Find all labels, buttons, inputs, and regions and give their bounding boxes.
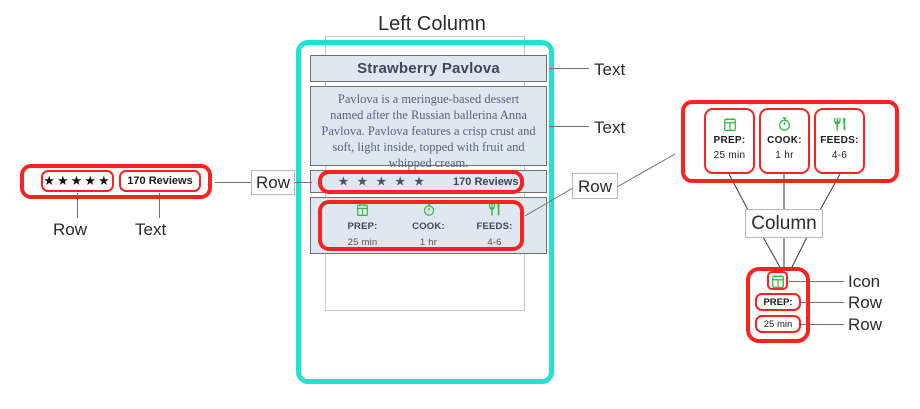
text-label-left: Text (135, 220, 167, 239)
meta-value-cook: 1 hr (419, 237, 438, 248)
leader-reviews-text (159, 193, 160, 218)
meta-value-feeds: 4-6 (487, 237, 502, 248)
rating-reviews-detail: 170 Reviews (119, 170, 201, 192)
meta-detail-card-cook: COOK: 1 hr (759, 108, 810, 174)
leader-columns-to-column-label (728, 173, 841, 211)
recipe-title-section: Strawberry Pavlova (310, 55, 547, 82)
leader-title-text (549, 68, 589, 69)
leader-stars-row (77, 193, 78, 218)
leader-icon-label (789, 281, 844, 282)
meta-detail-card-feeds: FEEDS: 4-6 (814, 108, 865, 174)
meta-detail-value-feeds: 4-6 (831, 150, 848, 161)
leader-rating-row-left (292, 182, 312, 183)
text-label-desc: Text (594, 118, 626, 137)
meta-label-cook: COOK: (412, 221, 445, 232)
rating-stars-detail: ★★★★★ (41, 170, 114, 192)
meta-column-feeds: FEEDS: 4-6 (462, 198, 528, 253)
calendar-icon (723, 117, 736, 131)
leader-row-label-1 (801, 302, 844, 303)
rating-stars-detail-text: ★★★★★ (43, 173, 112, 188)
leader-desc-text (549, 126, 589, 127)
icon-label: Icon (848, 272, 881, 291)
cutlery-icon (488, 203, 501, 216)
meta-detail-label-feeds: FEEDS: (820, 135, 859, 146)
recipe-title: Strawberry Pavlova (357, 60, 500, 77)
calendar-icon (357, 203, 368, 216)
meta-detail-value-prep: 25 min (713, 150, 746, 161)
meta-detail-card-prep: PREP: 25 min (704, 108, 755, 174)
leader-row-label-2 (801, 324, 844, 325)
cutlery-icon (833, 117, 847, 131)
leader-rating-row-to-detail (215, 182, 253, 183)
meta-detail-single-value: 25 min (755, 315, 801, 333)
rating-reviews-text: 170 Reviews (453, 175, 519, 188)
recipe-description-section: Pavlova is a meringue-based dessert name… (310, 86, 547, 170)
rating-reviews-detail-text: 170 Reviews (127, 175, 193, 187)
row-label-left: Row (53, 220, 88, 239)
column-label: Column (745, 209, 823, 238)
meta-label-prep: PREP: (347, 221, 378, 232)
calendar-icon (772, 274, 784, 288)
meta-column-prep: PREP: 25 min (330, 198, 396, 253)
row-label-rating: Row (251, 170, 295, 195)
leader-column-label-to-detail (762, 236, 808, 270)
meta-detail-single-label: PREP: (755, 293, 801, 311)
row-label-meta: Row (572, 173, 618, 199)
text-label-title: Text (594, 60, 626, 79)
left-column-label: Left Column (378, 13, 486, 35)
stopwatch-icon (778, 117, 791, 131)
meta-label-feeds: FEEDS: (476, 221, 513, 232)
row-label-detail-2: Row (848, 315, 883, 334)
row-label-detail-1: Row (848, 293, 883, 312)
rating-stars: ★ ★ ★ ★ ★ (338, 176, 428, 188)
meta-value-prep: 25 min (347, 237, 378, 248)
left-column-highlight-outline (296, 40, 554, 384)
meta-detail-single-icon (762, 272, 794, 290)
recipe-meta-section: PREP: 25 min COOK: 1 hr (310, 197, 547, 254)
recipe-description: Pavlova is a meringue-based dessert name… (321, 92, 536, 170)
meta-detail-label-cook: COOK: (767, 135, 802, 146)
leader-meta-row-to-detail (616, 153, 676, 188)
meta-detail-label-prep: PREP: (713, 135, 746, 146)
meta-detail-value-cook: 1 hr (775, 150, 794, 161)
